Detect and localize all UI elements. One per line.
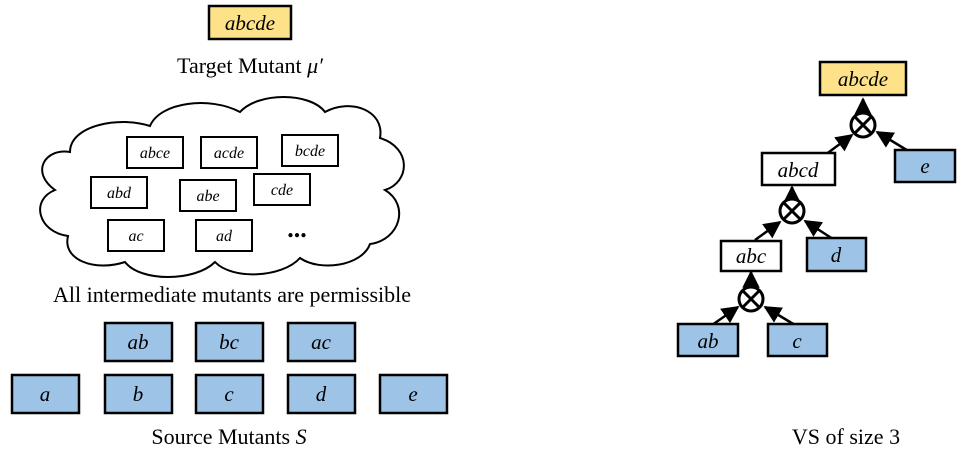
source-mutant-box: d [286,373,357,415]
cloud-items: abce acde bcde abd abe cde ac ad [90,134,339,252]
svg-text:ab: ab [698,329,719,353]
svg-text:ab: ab [128,330,149,354]
tree-node-d: d [805,236,868,273]
source-mutant-box: c [194,373,265,415]
source-mutant-box: e [378,373,449,415]
svg-text:c: c [224,382,234,406]
svg-text:cde: cde [271,182,293,199]
source-mutant-box: a [10,373,81,415]
circled-times-icon [737,285,765,313]
cloud-item: abd [90,176,148,209]
cloud-item: ad [195,219,253,252]
svg-text:a: a [40,382,51,406]
svg-text:abd: abd [107,185,132,202]
cloud-caption: All intermediate mutants are permissible [53,282,411,307]
circled-times-icon [778,197,806,225]
source-mutant-box: ac [286,321,357,363]
svg-text:d: d [831,243,842,267]
cloud-item: acde [200,136,258,169]
target-mutant-caption: Target Mutant μ′ [177,53,324,78]
svg-text:ac: ac [311,330,332,354]
source-mutant-box: bc [194,321,265,363]
tree-node-abcd: abcd [760,151,837,187]
source-mutant-box: b [103,373,174,415]
vs-size-caption: VS of size 3 [792,424,900,449]
tree-node-abcde: abcde [818,60,908,97]
svg-text:bcde: bcde [295,143,325,160]
cloud-item: ac [107,219,165,252]
svg-text:e: e [920,154,929,178]
svg-text:abcde: abcde [838,67,888,91]
source-mutants-caption: Source Mutants S [151,424,306,449]
tree-node-abc: abc [719,239,783,273]
tree-node-c: c [766,322,829,358]
cloud-item: abce [126,136,184,169]
svg-text:b: b [133,382,144,406]
tree-node-e: e [893,148,957,184]
svg-text:d: d [316,382,327,406]
source-mutants-row-2: a b c d e [10,373,449,415]
svg-text:abc: abc [736,244,767,268]
source-mutants-row-1: ab bc ac [103,321,357,363]
svg-text:ad: ad [216,228,233,245]
circled-times-icon [849,111,877,139]
svg-text:bc: bc [219,330,240,354]
tree-edges [711,97,911,327]
svg-text:abce: abce [140,145,170,162]
svg-text:abe: abe [196,188,219,205]
svg-text:c: c [792,329,802,353]
svg-text:e: e [408,382,417,406]
cloud-item: abe [179,179,237,212]
svg-text:acde: acde [214,145,244,162]
svg-text:ac: ac [128,228,143,245]
tree-node-ab: ab [676,322,740,358]
cloud-ellipsis: ... [287,214,307,243]
source-mutant-box: ab [103,321,174,363]
svg-text:abcd: abcd [778,158,819,182]
target-mutant-box: abcde [207,4,293,41]
target-mutant-label: abcde [225,11,275,35]
cloud-item: cde [253,173,311,206]
cloud-item: bcde [281,134,339,167]
